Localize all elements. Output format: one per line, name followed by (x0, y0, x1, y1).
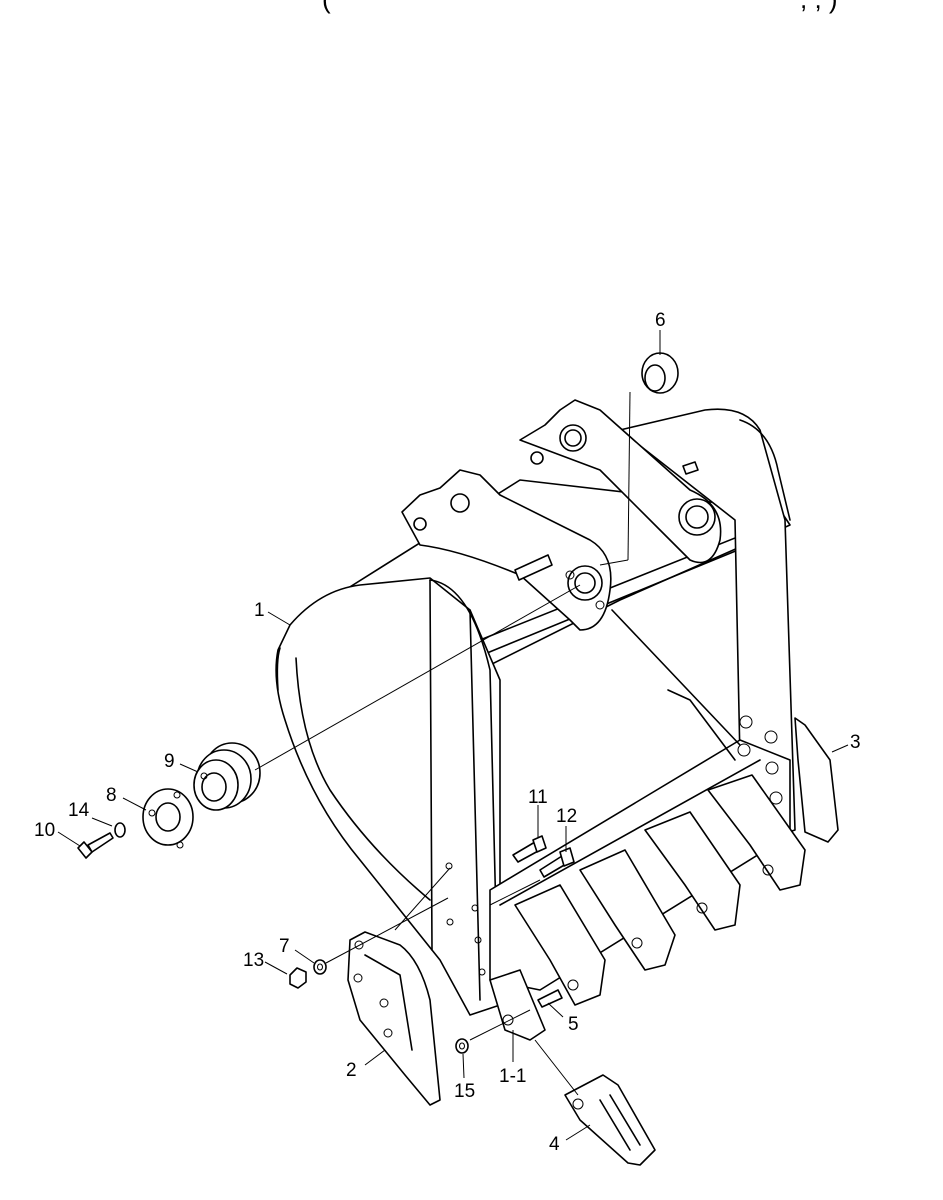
callout-9: 9 (164, 751, 175, 772)
leader-lines (57, 330, 849, 1141)
side-cutter-right (794, 717, 839, 843)
plate-8 (142, 788, 194, 849)
bolt-11 (512, 835, 547, 863)
header-left-paren: ( (322, 0, 331, 14)
callout-1: 1 (254, 600, 265, 621)
callout-15: 15 (454, 1081, 475, 1102)
washer-14 (114, 822, 126, 838)
callout-7: 7 (279, 936, 290, 957)
callout-6: 6 (655, 310, 666, 331)
callout-1-1: 1-1 (499, 1066, 526, 1087)
bucket-body (275, 399, 796, 1016)
callout-10: 10 (34, 820, 55, 841)
bushing-6 (641, 352, 679, 394)
callout-4: 4 (549, 1134, 560, 1155)
nut-13 (289, 967, 307, 989)
washer-7 (313, 959, 327, 975)
tooth-adapters (489, 774, 806, 1041)
boss-ring-9 (193, 742, 261, 811)
bolt-10 (77, 832, 114, 859)
callout-13: 13 (243, 950, 264, 971)
callout-12: 12 (556, 806, 577, 827)
callout-11: 11 (528, 787, 548, 808)
callout-5: 5 (568, 1014, 579, 1035)
side-cutter-left (347, 931, 441, 1106)
left-shell (275, 577, 501, 1016)
callout-2: 2 (346, 1060, 357, 1081)
callout-labels: 1 6 3 9 8 14 10 11 12 5 7 13 2 1-1 15 4 (34, 310, 861, 1155)
washer-15 (455, 1038, 469, 1054)
tooth (564, 1074, 656, 1166)
callout-8: 8 (106, 785, 117, 806)
callout-3: 3 (850, 732, 861, 753)
bolt-5 (537, 989, 563, 1008)
assembly-lines (254, 391, 631, 1096)
header-right-text: , , ) (800, 0, 838, 14)
bolt-12 (539, 847, 575, 878)
callout-14: 14 (68, 800, 90, 821)
